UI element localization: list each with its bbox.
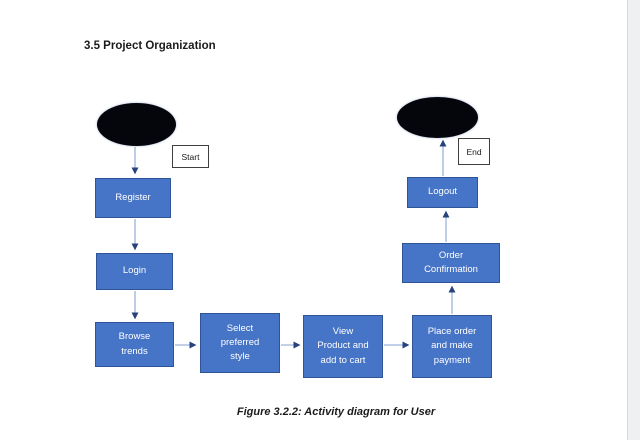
figure-caption: Figure 3.2.2: Activity diagram for User [236,406,436,418]
node-view-product-add-to-cart: View Product and add to cart [303,315,383,378]
node-browse-trends: Browse trends [95,322,174,367]
node-register: Register [95,178,171,218]
start-terminal-node [97,103,176,146]
node-order-confirmation: Order Confirmation [402,243,500,283]
node-logout: Logout [407,177,478,208]
node-place-order-make-payment: Place order and make payment [412,315,492,378]
page-edge-strip [627,0,640,440]
start-label: Start [172,145,209,168]
node-login: Login [96,253,173,290]
end-label: End [458,138,490,165]
node-select-preferred-style: Select preferred style [200,313,280,373]
section-heading: 3.5 Project Organization [84,40,216,52]
end-terminal-node [397,97,478,138]
